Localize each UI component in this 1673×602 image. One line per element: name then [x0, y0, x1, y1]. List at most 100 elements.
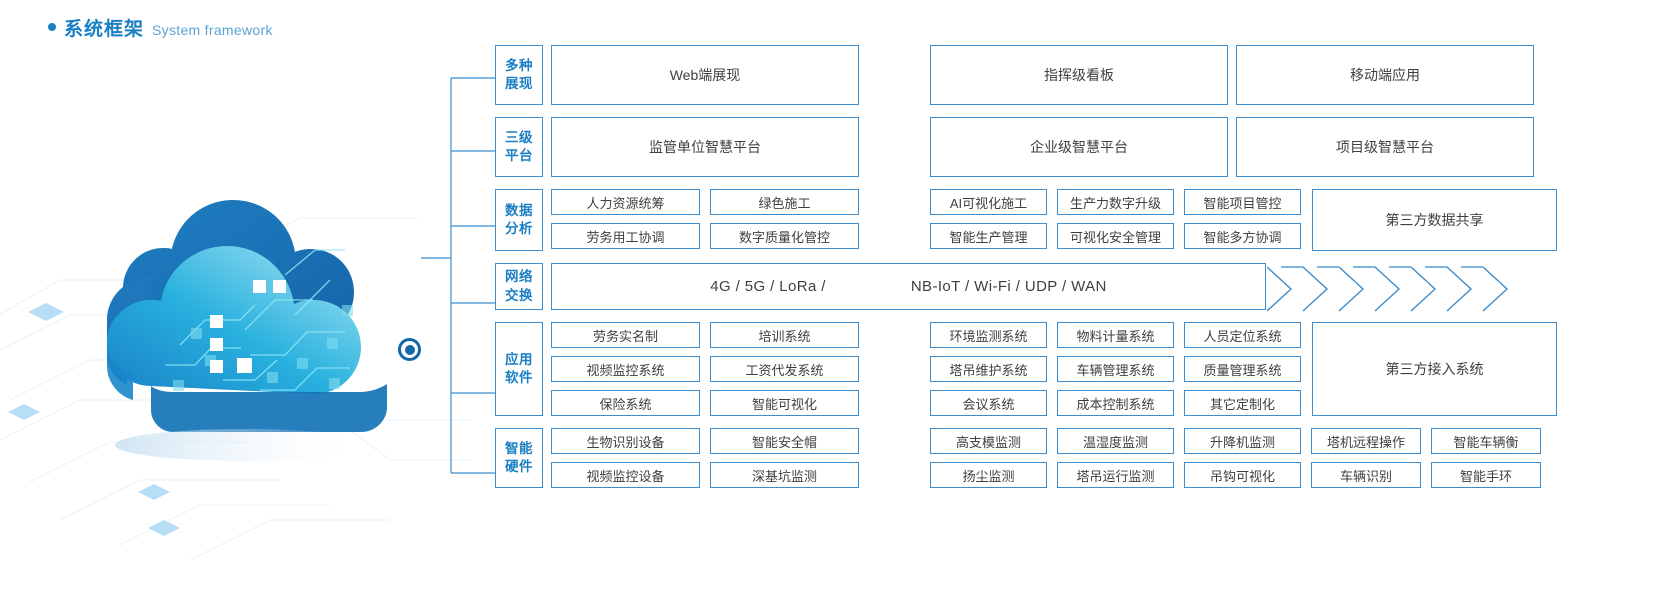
grid-row: 智能生产管理 可视化安全管理 智能多方协调 [930, 223, 1303, 249]
category-line1: 数据 [505, 202, 533, 218]
box-command-dashboard[interactable]: 指挥级看板 [930, 45, 1228, 105]
grid-row: AI可视化施工 生产力数字升级 智能项目管控 [930, 189, 1303, 215]
category-line2: 软件 [505, 370, 533, 385]
chip-productivity-upgrade[interactable]: 生产力数字升级 [1057, 189, 1174, 215]
chip-training-system[interactable]: 培训系统 [710, 322, 859, 348]
category-smart-hardware: 智能 硬件 [495, 428, 543, 488]
chip-quality-management[interactable]: 质量管理系统 [1184, 356, 1301, 382]
connector-tree [421, 77, 495, 474]
chip-smart-production-mgmt[interactable]: 智能生产管理 [930, 223, 1047, 249]
page-header: 系统框架 System framework [48, 14, 273, 41]
chip-vehicle-management[interactable]: 车辆管理系统 [1057, 356, 1174, 382]
box-enterprise-platform[interactable]: 企业级智慧平台 [930, 117, 1228, 177]
category-application-software: 应用 软件 [495, 322, 543, 416]
hardware-left-grid: 生物识别设备 智能安全帽 视频监控设备 深基坑监测 [551, 428, 859, 488]
grid-row: 生物识别设备 智能安全帽 [551, 428, 859, 454]
chip-video-monitor-device[interactable]: 视频监控设备 [551, 462, 700, 488]
box-mobile-app[interactable]: 移动端应用 [1236, 45, 1534, 105]
data-analysis-left-grid: 人力资源统筹 绿色施工 劳务用工协调 数字质量化管控 [551, 189, 859, 251]
box-web-display[interactable]: Web端展现 [551, 45, 859, 105]
chip-payroll-system[interactable]: 工资代发系统 [710, 356, 859, 382]
chip-insurance-system[interactable]: 保险系统 [551, 390, 700, 416]
chip-meeting-system[interactable]: 会议系统 [930, 390, 1047, 416]
grid-row: 扬尘监测 塔吊运行监测 吊钩可视化 车辆识别 智能手环 [930, 462, 1550, 488]
category-line1: 网络 [505, 269, 533, 285]
chip-crane-maintenance[interactable]: 塔吊维护系统 [930, 356, 1047, 382]
category-line2: 平台 [505, 148, 533, 163]
chip-tower-remote-operation[interactable]: 塔机远程操作 [1311, 428, 1421, 454]
category-platform: 三级 平台 [495, 117, 543, 177]
category-network: 网络 交换 [495, 263, 543, 310]
hardware-right-grid: 高支模监测 温湿度监测 升降机监测 塔机远程操作 智能车辆衡 扬尘监测 塔吊运行… [930, 428, 1550, 488]
chip-smart-weighbridge[interactable]: 智能车辆衡 [1431, 428, 1541, 454]
category-line1: 多种 [505, 57, 533, 73]
grid-row: 劳务实名制 培训系统 [551, 322, 859, 348]
page-subtitle: System framework [152, 22, 273, 38]
grid-row: 视频监控系统 工资代发系统 [551, 356, 859, 382]
chip-temp-humidity-monitor[interactable]: 温湿度监测 [1057, 428, 1174, 454]
app-left-grid: 劳务实名制 培训系统 视频监控系统 工资代发系统 保险系统 智能可视化 [551, 322, 859, 416]
page-title: 系统框架 [64, 19, 145, 40]
row-data-analysis: 数据 分析 人力资源统筹 绿色施工 劳务用工协调 数字质量化管控 AI可 [495, 189, 1557, 251]
chip-hr-coordination[interactable]: 人力资源统筹 [551, 189, 700, 215]
chip-labor-coordination[interactable]: 劳务用工协调 [551, 223, 700, 249]
chip-video-monitor-system[interactable]: 视频监控系统 [551, 356, 700, 382]
network-right-text: NB-IoT / Wi-Fi / UDP / WAN [910, 278, 1107, 295]
chip-smart-wristband[interactable]: 智能手环 [1431, 462, 1541, 488]
chip-visual-safety-mgmt[interactable]: 可视化安全管理 [1057, 223, 1174, 249]
row-smart-hardware: 智能 硬件 生物识别设备 智能安全帽 视频监控设备 深基坑监测 高支模监 [495, 428, 1541, 488]
chip-high-formwork-monitor[interactable]: 高支模监测 [930, 428, 1047, 454]
row-network: 网络 交换 4G / 5G / LoRa / NB-IoT / Wi-Fi / … [495, 263, 1535, 312]
category-line1: 智能 [505, 440, 533, 456]
chip-digital-quality-control[interactable]: 数字质量化管控 [710, 223, 859, 249]
connection-node-icon [398, 338, 421, 361]
chip-smart-helmet[interactable]: 智能安全帽 [710, 428, 859, 454]
grid-row: 塔吊维护系统 车辆管理系统 质量管理系统 [930, 356, 1303, 382]
chip-cost-control-system[interactable]: 成本控制系统 [1057, 390, 1174, 416]
chip-multiparty-coordination[interactable]: 智能多方协调 [1184, 223, 1301, 249]
box-network-protocols[interactable]: 4G / 5G / LoRa / NB-IoT / Wi-Fi / UDP / … [551, 263, 1266, 310]
grid-row: 会议系统 成本控制系统 其它定制化 [930, 390, 1303, 416]
data-analysis-right-grid: AI可视化施工 生产力数字升级 智能项目管控 智能生产管理 可视化安全管理 智能… [930, 189, 1303, 251]
box-project-platform[interactable]: 项目级智慧平台 [1236, 117, 1534, 177]
chip-material-metering[interactable]: 物料计量系统 [1057, 322, 1174, 348]
category-line2: 分析 [505, 221, 533, 236]
chip-dust-monitor[interactable]: 扬尘监测 [930, 462, 1047, 488]
category-line1: 应用 [505, 351, 533, 367]
chip-labor-realname[interactable]: 劳务实名制 [551, 322, 700, 348]
chip-vehicle-recognition[interactable]: 车辆识别 [1311, 462, 1421, 488]
grid-row: 劳务用工协调 数字质量化管控 [551, 223, 859, 249]
box-third-party-access-system[interactable]: 第三方接入系统 [1312, 322, 1557, 416]
chip-deep-foundation-monitor[interactable]: 深基坑监测 [710, 462, 859, 488]
chip-biometric-device[interactable]: 生物识别设备 [551, 428, 700, 454]
grid-row: 保险系统 智能可视化 [551, 390, 859, 416]
cloud-illustration [0, 90, 470, 560]
chip-hoist-monitor[interactable]: 升降机监测 [1184, 428, 1301, 454]
chip-personnel-positioning[interactable]: 人员定位系统 [1184, 322, 1301, 348]
chip-smart-project-control[interactable]: 智能项目管控 [1184, 189, 1301, 215]
chip-crane-operation-monitor[interactable]: 塔吊运行监测 [1057, 462, 1174, 488]
chip-green-construction[interactable]: 绿色施工 [710, 189, 859, 215]
row-application-software: 应用 软件 劳务实名制 培训系统 视频监控系统 工资代发系统 保险系统 智能可视… [495, 322, 1557, 416]
grid-row: 环境监测系统 物料计量系统 人员定位系统 [930, 322, 1303, 348]
box-regulator-platform[interactable]: 监管单位智慧平台 [551, 117, 859, 177]
app-right-grid: 环境监测系统 物料计量系统 人员定位系统 塔吊维护系统 车辆管理系统 质量管理系… [930, 322, 1303, 416]
box-third-party-data-sharing[interactable]: 第三方数据共享 [1312, 189, 1557, 251]
chip-ai-visual-construction[interactable]: AI可视化施工 [930, 189, 1047, 215]
chip-other-customization[interactable]: 其它定制化 [1184, 390, 1301, 416]
chip-environment-monitor[interactable]: 环境监测系统 [930, 322, 1047, 348]
bullet-icon [48, 23, 56, 31]
category-data-analysis: 数据 分析 [495, 189, 543, 251]
grid-row: 视频监控设备 深基坑监测 [551, 462, 859, 488]
category-line2: 交换 [505, 287, 533, 303]
grid-row: 人力资源统筹 绿色施工 [551, 189, 859, 215]
network-left-text: 4G / 5G / LoRa / [710, 278, 826, 295]
chip-hook-visualization[interactable]: 吊钩可视化 [1184, 462, 1301, 488]
cloud-icon [107, 200, 387, 461]
category-line1: 三级 [505, 129, 533, 145]
category-presentation: 多种 展现 [495, 45, 543, 105]
chip-smart-visualization[interactable]: 智能可视化 [710, 390, 859, 416]
row-presentation: 多种 展现 Web端展现 指挥级看板 移动端应用 [495, 45, 1535, 105]
chevron-arrows-icon [1267, 266, 1509, 312]
